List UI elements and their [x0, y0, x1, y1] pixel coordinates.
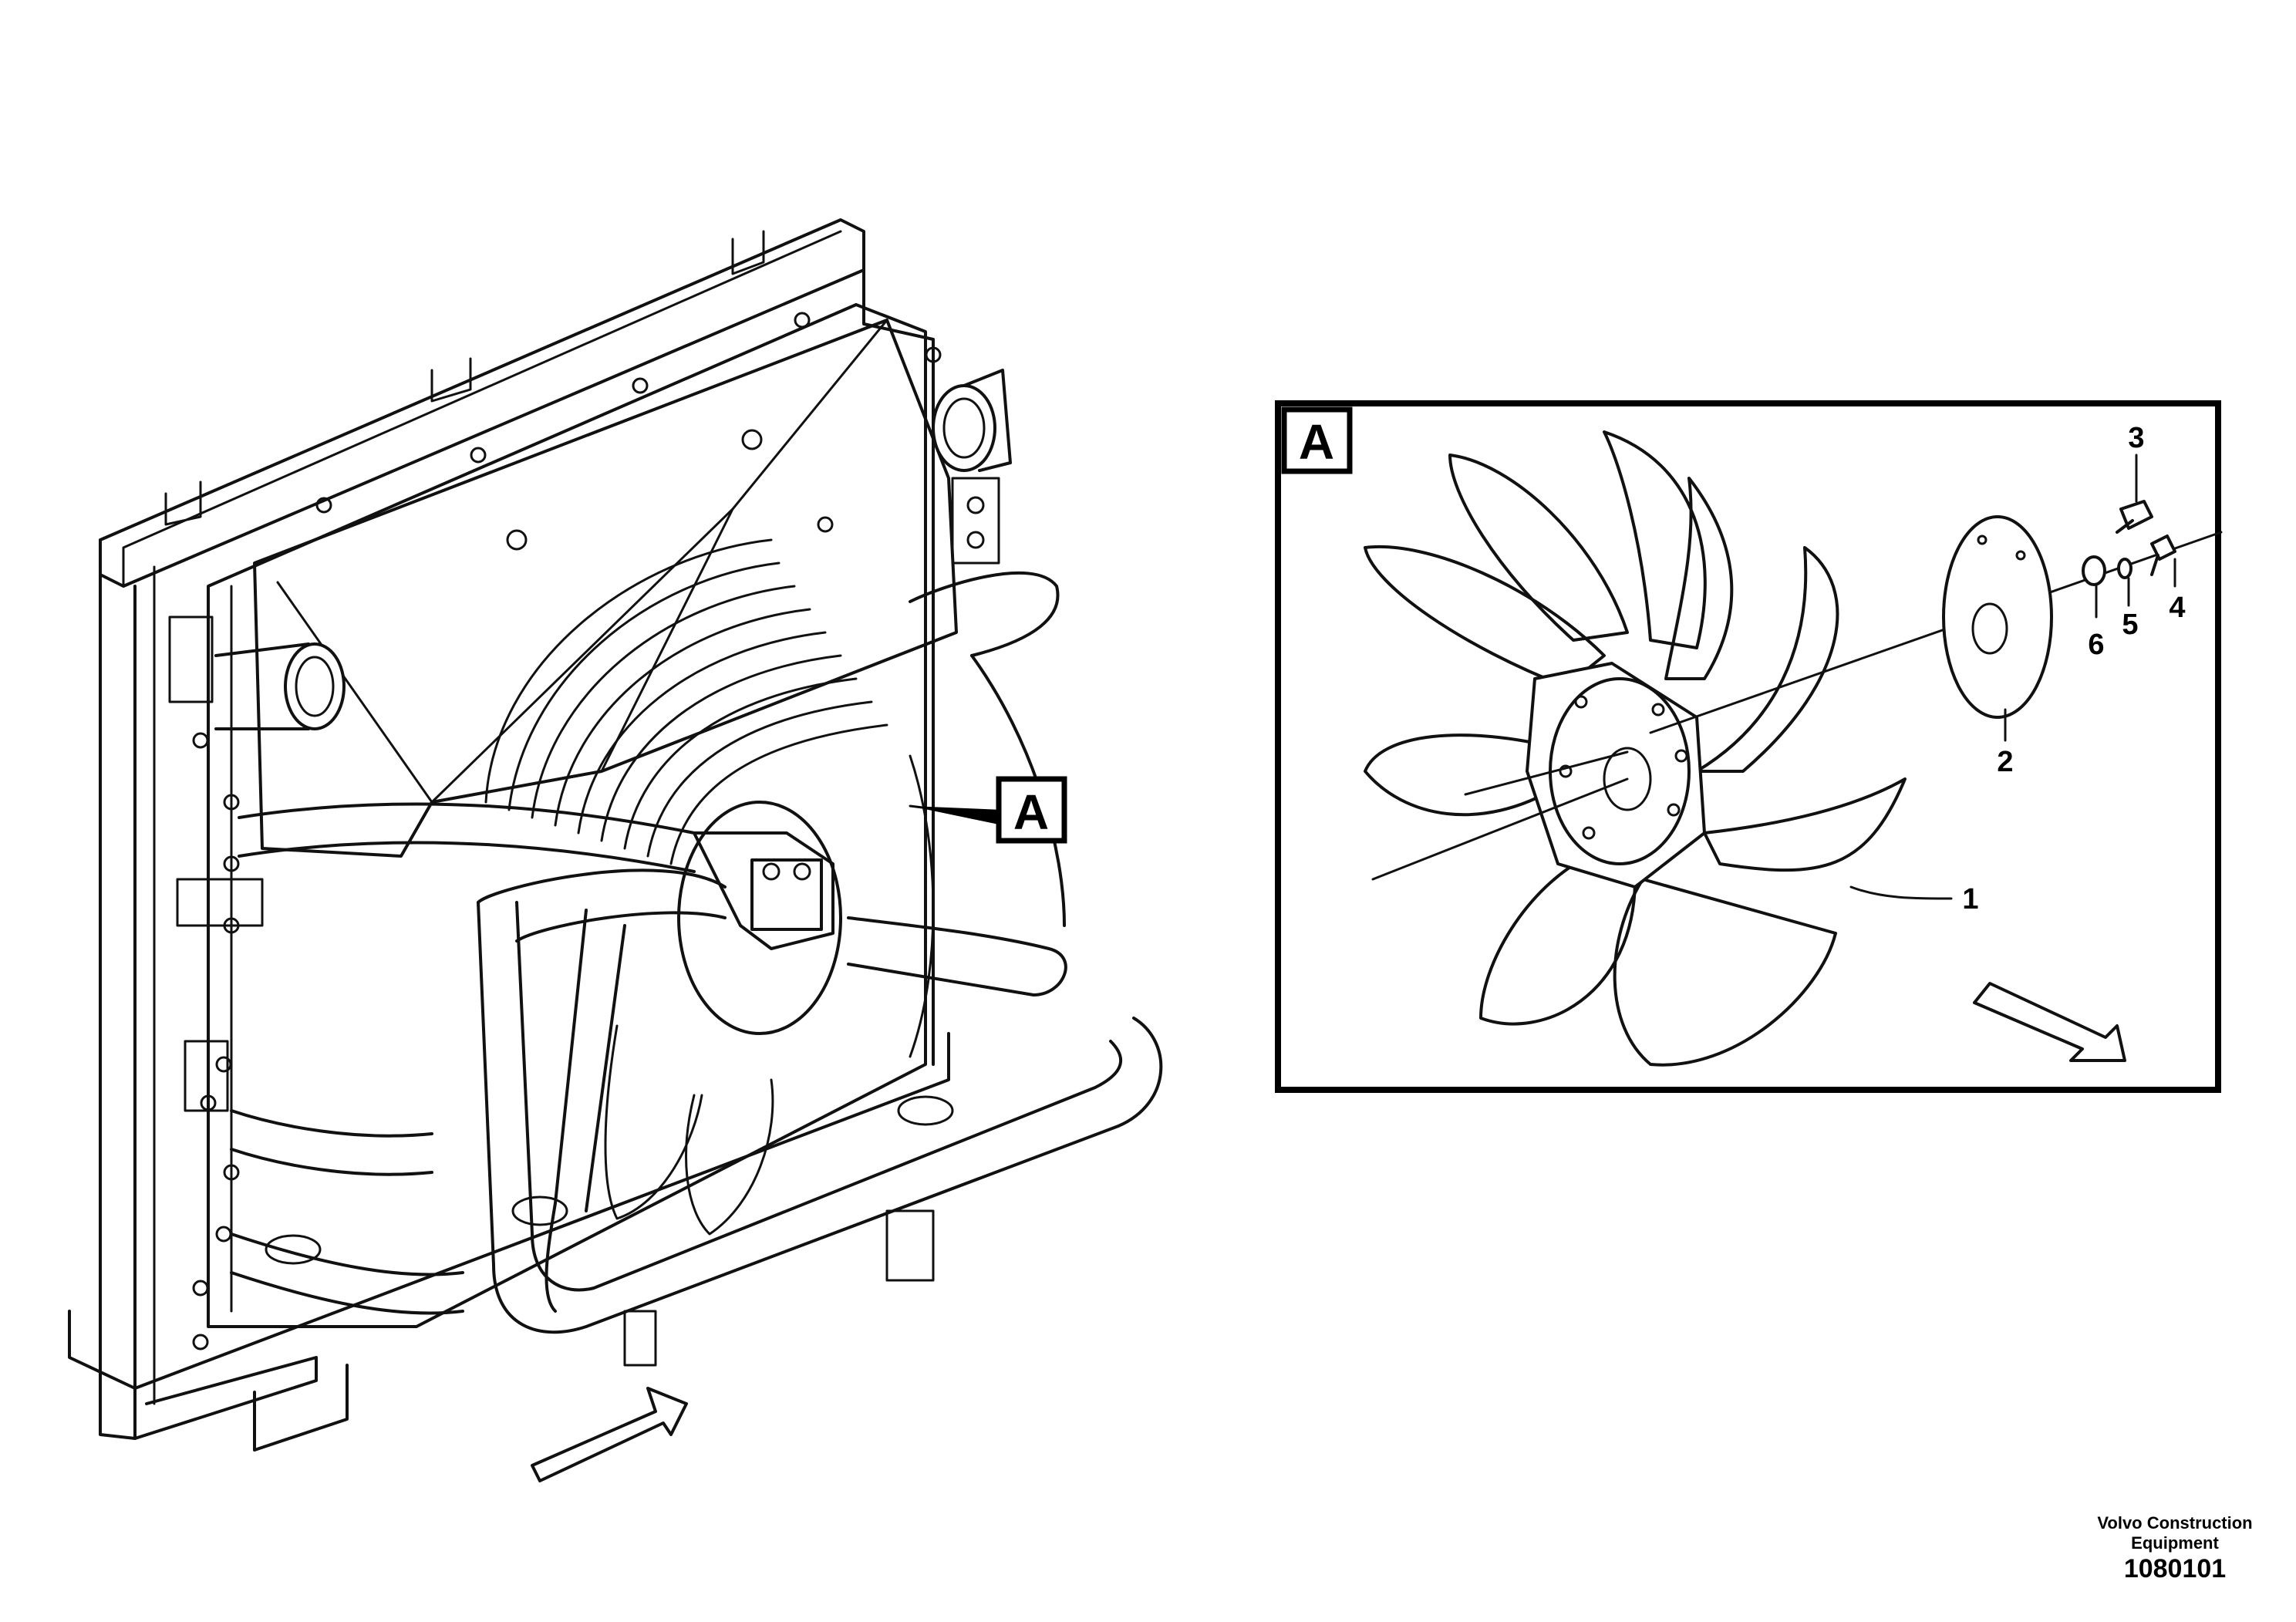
cooler-assembly-illustration — [68, 218, 1163, 1452]
callout-1-leader — [1849, 885, 1953, 900]
callout-5: 5 — [2122, 609, 2138, 641]
washer-part-5 — [2117, 558, 2132, 579]
detail-view-label-text: A — [1299, 414, 1334, 470]
callout-2: 2 — [1997, 746, 2013, 778]
callout-3: 3 — [2128, 422, 2144, 454]
publisher-line-2: Equipment — [2131, 1533, 2219, 1553]
leader-line — [1371, 777, 1629, 881]
fan-assembly — [1364, 430, 1907, 1067]
airflow-arrow-icon — [531, 1387, 688, 1482]
view-label-a-text: A — [1013, 784, 1049, 840]
adapter-plate — [1942, 515, 2053, 719]
callout-1: 1 — [1962, 883, 1978, 916]
callout-6: 6 — [2088, 629, 2104, 661]
washer-part-6 — [2082, 555, 2106, 586]
publisher-name: Volvo Construction Equipment — [2052, 1513, 2296, 1553]
fan-guard — [484, 538, 888, 865]
detail-view-frame — [1275, 400, 2221, 1093]
bolt-part-3 — [2116, 500, 2153, 534]
detail-view-a: A — [1275, 400, 2223, 1093]
shroud-bolts — [315, 312, 942, 551]
cooler-hoses — [230, 571, 1163, 1334]
document-number: 1080101 — [2123, 1554, 2227, 1583]
detail-view-label: A — [1281, 406, 1353, 474]
view-label-a: A — [996, 776, 1067, 844]
leader-line — [1464, 750, 1629, 796]
publisher-line-1: Volvo Construction — [2097, 1513, 2253, 1533]
callout-4: 4 — [2169, 592, 2185, 624]
airflow-arrow-icon — [1973, 982, 2126, 1062]
bolt-part-4 — [2150, 534, 2176, 576]
